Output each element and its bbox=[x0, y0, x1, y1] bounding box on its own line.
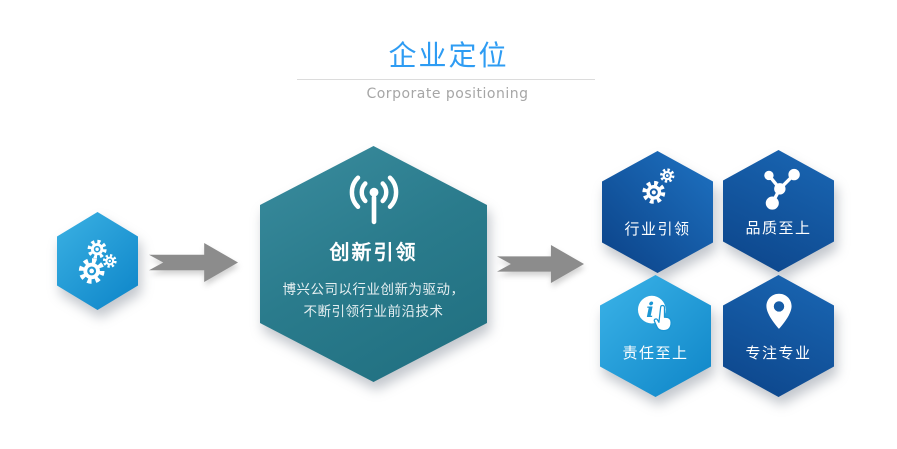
page-title: 企业定位 bbox=[388, 39, 509, 72]
center-hex-desc-line2: 不断引领行业前沿技术 bbox=[303, 304, 444, 320]
share-nodes-icon bbox=[763, 168, 800, 210]
center-hex-desc-line1: 博兴公司以行业创新为驱动， bbox=[282, 282, 465, 298]
flow-arrow-2 bbox=[497, 245, 584, 283]
center-hex-description: 博兴公司以行业创新为驱动， 不断引领行业前沿技术 bbox=[283, 279, 465, 323]
svg-text:i: i bbox=[646, 297, 654, 322]
value-hex-label: 品质至上 bbox=[745, 219, 812, 237]
value-hex-label: 行业引领 bbox=[624, 220, 691, 238]
source-hexagon bbox=[57, 212, 138, 310]
location-pin-icon bbox=[765, 293, 792, 329]
broadcast-antenna-icon bbox=[349, 175, 398, 225]
arrow-right-icon bbox=[497, 245, 584, 283]
value-hex-label: 专注专业 bbox=[745, 344, 812, 362]
center-hex-title: 创新引领 bbox=[329, 240, 418, 264]
flow-arrow-1 bbox=[149, 243, 238, 282]
title-divider bbox=[297, 79, 595, 80]
gears-icon bbox=[69, 239, 117, 290]
info-hand-icon: i bbox=[637, 295, 672, 332]
value-hexagon-focus-professional: 专注专业 bbox=[723, 275, 834, 397]
arrow-right-icon bbox=[149, 243, 238, 282]
value-hexagon-responsibility-first: i 责任至上 bbox=[600, 275, 711, 397]
value-hex-label: 责任至上 bbox=[622, 344, 689, 362]
page-subtitle: Corporate positioning bbox=[366, 86, 529, 102]
value-hexagon-industry-leading: 行业引领 bbox=[602, 151, 713, 273]
center-hexagon: 创新引领 博兴公司以行业创新为驱动， 不断引领行业前沿技术 bbox=[260, 146, 487, 382]
gears-icon bbox=[631, 168, 674, 215]
value-hexagon-quality-first: 品质至上 bbox=[723, 150, 834, 272]
